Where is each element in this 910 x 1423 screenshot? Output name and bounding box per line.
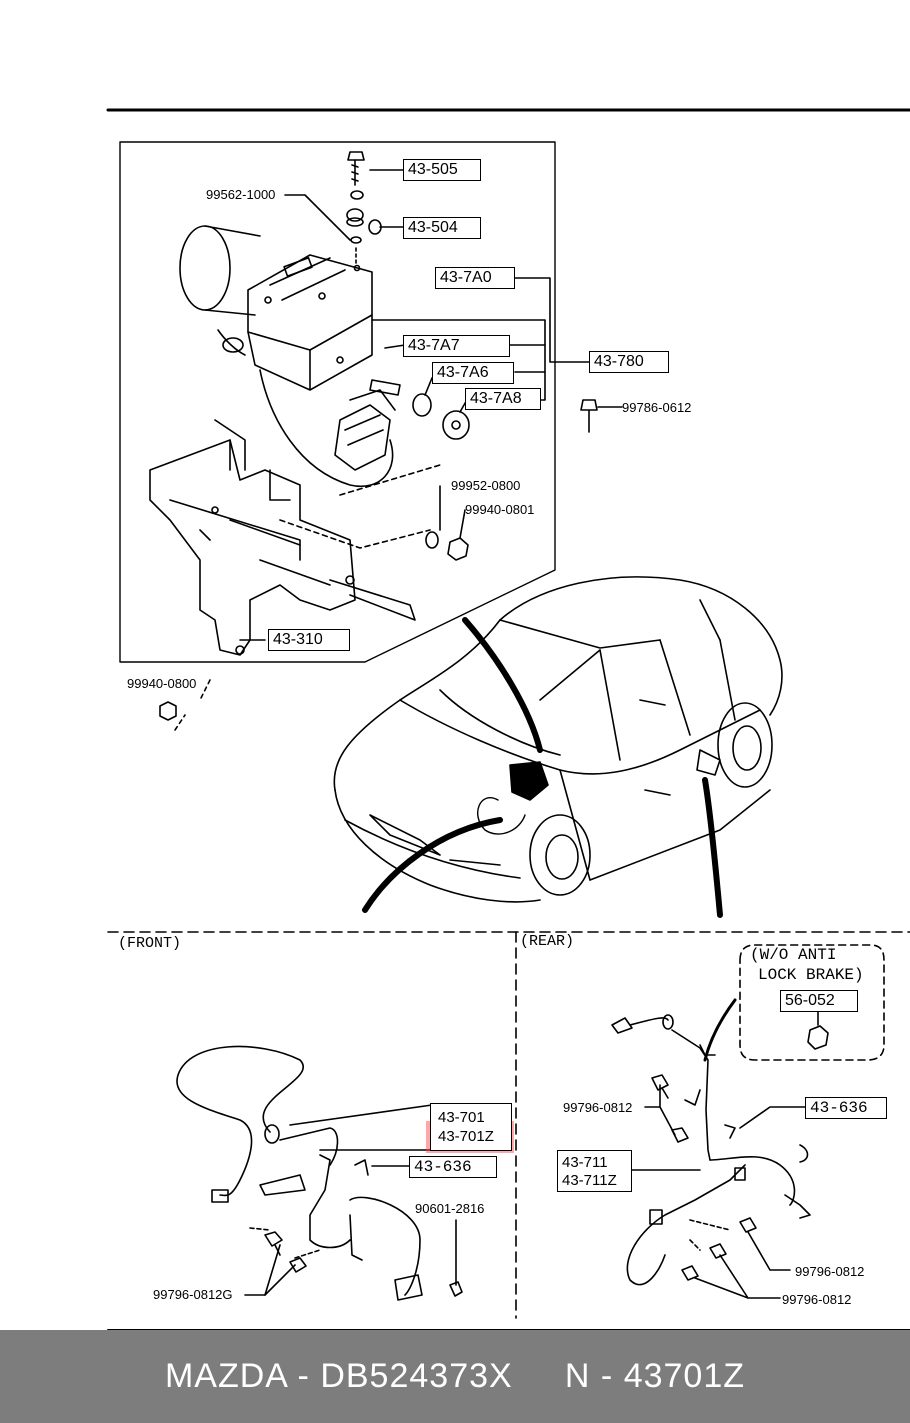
part-43-780[interactable]: 43-780 [589, 351, 669, 373]
part-43-310[interactable]: 43-310 [268, 629, 350, 651]
part-99796-0812-rear-mid[interactable]: 99796-0812 [795, 1264, 865, 1279]
part-43-701-group [430, 1103, 512, 1151]
part-43-636-rear[interactable]: 43-636 [805, 1097, 887, 1119]
part-99786-0612[interactable]: 99786-0612 [622, 400, 692, 415]
part-43-504[interactable]: 43-504 [403, 217, 481, 239]
part-99796-0812-rear-bottom[interactable]: 99796-0812 [782, 1292, 852, 1307]
part-43-711z[interactable]: 43-711Z [562, 1172, 617, 1189]
wo-abs-note-line2: LOCK BRAKE) [758, 966, 864, 984]
footer-part-reference: MAZDA - DB524373X N - 43701Z [164, 1357, 746, 1395]
part-43-701[interactable]: 43-701 [438, 1109, 485, 1126]
section-rear-label: (REAR) [520, 933, 575, 950]
part-56-052[interactable]: 56-052 [780, 990, 858, 1012]
part-90601-2816[interactable]: 90601-2816 [415, 1201, 485, 1216]
footer-banner: MAZDA - DB524373X N - 43701Z [0, 1330, 910, 1423]
section-front-label: (FRONT) [118, 935, 182, 952]
part-43-636-front[interactable]: 43-636 [409, 1156, 497, 1178]
part-43-7a7[interactable]: 43-7A7 [403, 335, 510, 357]
part-99562-1000[interactable]: 99562-1000 [206, 187, 276, 202]
part-43-505[interactable]: 43-505 [403, 159, 481, 181]
part-43-7a8[interactable]: 43-7A8 [465, 388, 541, 410]
diagram-drawing [106, 108, 910, 1330]
part-43-701z[interactable]: 43-701Z [438, 1128, 494, 1145]
part-99952-0800[interactable]: 99952-0800 [451, 478, 521, 493]
part-99796-0812g[interactable]: 99796-0812G [153, 1287, 233, 1302]
part-99796-0812-rear-top[interactable]: 99796-0812 [563, 1100, 633, 1115]
part-43-711[interactable]: 43-711 [562, 1154, 608, 1171]
wo-abs-note-line1: (W/O ANTI [750, 946, 837, 964]
part-99940-0801[interactable]: 99940-0801 [465, 502, 535, 517]
part-43-7a6[interactable]: 43-7A6 [432, 362, 514, 384]
part-43-7a0[interactable]: 43-7A0 [435, 267, 515, 289]
part-99940-0800[interactable]: 99940-0800 [127, 676, 197, 691]
parts-diagram: 43-505 99562-1000 43-504 43-7A0 43-7A7 4… [106, 108, 910, 1330]
part-43-711-group [557, 1150, 632, 1192]
